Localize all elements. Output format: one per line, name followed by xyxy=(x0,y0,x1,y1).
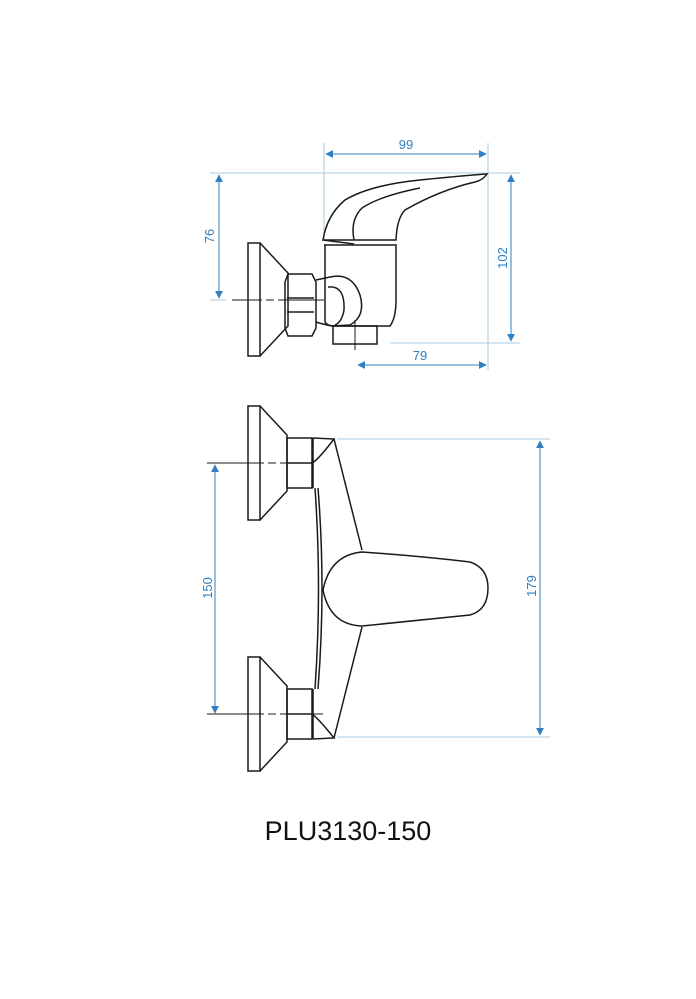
side-view: 99 76 102 79 xyxy=(202,137,520,370)
dim-label-102: 102 xyxy=(495,247,510,269)
front-view: 150 179 xyxy=(200,405,550,772)
dim-label-76: 76 xyxy=(202,229,217,243)
side-faucet-outline xyxy=(247,173,489,357)
dim-width-top: 99 xyxy=(325,137,487,158)
front-faucet-outline xyxy=(247,405,489,772)
side-centerlines xyxy=(232,299,356,350)
dim-inlet-spacing: 150 xyxy=(200,464,219,714)
front-centerlines xyxy=(207,462,323,715)
dim-height-total: 102 xyxy=(495,174,515,342)
dim-height-outlet: 76 xyxy=(202,174,223,299)
front-extension-lines xyxy=(337,438,550,738)
dim-label-99: 99 xyxy=(399,137,413,152)
dim-depth-bottom: 79 xyxy=(357,348,487,369)
dim-label-79: 79 xyxy=(413,348,427,363)
dim-label-179: 179 xyxy=(524,575,539,597)
dim-label-150: 150 xyxy=(200,577,215,599)
model-code-title: PLU3130-150 xyxy=(264,816,432,846)
side-extension-lines xyxy=(210,143,520,370)
dim-total-height: 179 xyxy=(524,440,544,736)
